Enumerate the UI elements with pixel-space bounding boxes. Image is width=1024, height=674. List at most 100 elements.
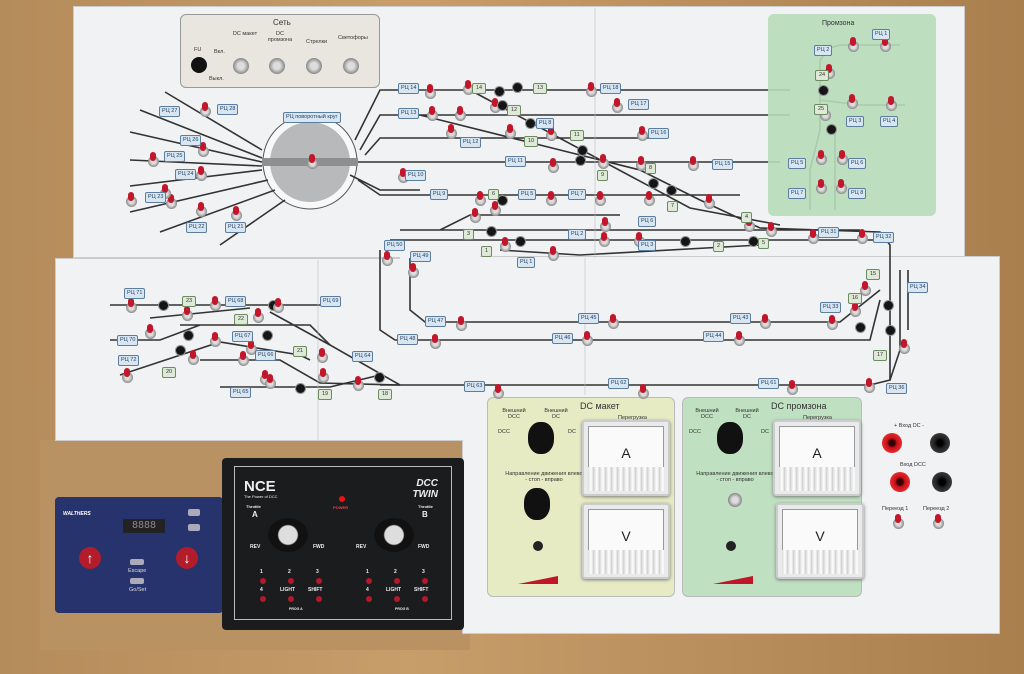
signal-toggle[interactable] <box>200 102 211 117</box>
signal-toggle[interactable] <box>126 192 137 207</box>
dc-input-positive-jack[interactable] <box>882 433 902 453</box>
signal-toggle[interactable] <box>182 306 193 321</box>
signal-toggle[interactable] <box>273 298 284 313</box>
signal-toggle[interactable] <box>148 152 159 167</box>
signal-toggle[interactable] <box>586 82 597 97</box>
signal-toggle[interactable] <box>427 106 438 121</box>
signal-toggle[interactable] <box>847 94 858 109</box>
signal-toggle[interactable] <box>145 324 156 339</box>
signal-toggle[interactable] <box>816 150 827 165</box>
direction-knob[interactable] <box>524 488 550 520</box>
signal-toggle[interactable] <box>408 263 419 278</box>
walthers-button-top[interactable] <box>188 509 200 516</box>
turnout-button[interactable] <box>855 322 866 333</box>
direction-toggle[interactable] <box>728 493 742 507</box>
signal-toggle[interactable] <box>398 168 409 183</box>
signal-toggle[interactable] <box>886 96 897 111</box>
signal-toggle[interactable] <box>704 194 715 209</box>
turnout-button[interactable] <box>262 330 273 341</box>
dcc-input-red-jack[interactable] <box>890 472 910 492</box>
nce-button-light[interactable] <box>394 596 400 602</box>
turnout-button[interactable] <box>158 300 169 311</box>
signal-toggle[interactable] <box>582 331 593 346</box>
escape-button[interactable] <box>130 559 144 565</box>
signal-toggle[interactable] <box>456 316 467 331</box>
throttle-b-knob[interactable] <box>374 518 414 552</box>
down-arrow-button[interactable]: ↓ <box>176 547 198 569</box>
signal-toggle[interactable] <box>455 106 466 121</box>
signal-toggle[interactable] <box>857 229 868 244</box>
turnout-button[interactable] <box>525 118 536 129</box>
signal-toggle[interactable] <box>734 331 745 346</box>
turnout-button[interactable] <box>883 300 894 311</box>
signal-toggle[interactable] <box>318 368 329 383</box>
signal-toggle[interactable] <box>188 350 199 365</box>
signal-toggle[interactable] <box>317 348 328 363</box>
fuse-holder[interactable] <box>191 57 207 73</box>
turnout-button[interactable] <box>497 100 508 111</box>
turnout-button[interactable] <box>648 178 659 189</box>
crossing-1-button[interactable] <box>893 514 904 529</box>
signal-toggle[interactable] <box>644 191 655 206</box>
toggle-switch-signals[interactable] <box>343 58 359 74</box>
turnout-button[interactable] <box>818 85 829 96</box>
turnout-button[interactable] <box>175 345 186 356</box>
turnout-button[interactable] <box>575 155 586 166</box>
dcc-input-black-jack[interactable] <box>932 472 952 492</box>
signal-toggle[interactable] <box>860 281 871 296</box>
source-selector-knob[interactable] <box>717 422 743 454</box>
nce-button-1[interactable] <box>366 578 372 584</box>
signal-toggle[interactable] <box>827 315 838 330</box>
signal-toggle[interactable] <box>848 37 859 52</box>
turnout-button[interactable] <box>515 236 526 247</box>
turnout-button[interactable] <box>497 195 508 206</box>
turnout-button[interactable] <box>295 383 306 394</box>
nce-button-2[interactable] <box>394 578 400 584</box>
signal-toggle[interactable] <box>600 217 611 232</box>
signal-toggle[interactable] <box>490 201 501 216</box>
signal-toggle[interactable] <box>595 191 606 206</box>
signal-toggle[interactable] <box>505 124 516 139</box>
signal-toggle[interactable] <box>548 246 559 261</box>
turnout-button[interactable] <box>666 185 677 196</box>
crossing-2-button[interactable] <box>933 514 944 529</box>
signal-toggle[interactable] <box>808 229 819 244</box>
signal-toggle[interactable] <box>599 232 610 247</box>
signal-toggle[interactable] <box>837 150 848 165</box>
signal-toggle[interactable] <box>253 308 264 323</box>
signal-toggle[interactable] <box>265 374 276 389</box>
signal-toggle[interactable] <box>816 179 827 194</box>
signal-toggle[interactable] <box>546 191 557 206</box>
turnout-button[interactable] <box>826 124 837 135</box>
signal-toggle[interactable] <box>238 351 249 366</box>
turnout-button[interactable] <box>486 226 497 237</box>
signal-toggle[interactable] <box>636 156 647 171</box>
signal-toggle[interactable] <box>122 368 133 383</box>
nce-button-light[interactable] <box>288 596 294 602</box>
signal-toggle[interactable] <box>126 298 137 313</box>
signal-toggle[interactable] <box>864 378 875 393</box>
signal-toggle[interactable] <box>210 296 221 311</box>
up-arrow-button[interactable]: ↑ <box>79 547 101 569</box>
signal-toggle[interactable] <box>688 156 699 171</box>
signal-toggle[interactable] <box>824 64 835 79</box>
dc-input-negative-jack[interactable] <box>930 433 950 453</box>
turnout-button[interactable] <box>183 330 194 341</box>
turnout-button[interactable] <box>885 325 896 336</box>
signal-toggle[interactable] <box>638 384 649 399</box>
signal-toggle[interactable] <box>612 98 623 113</box>
signal-toggle[interactable] <box>880 37 891 52</box>
signal-toggle[interactable] <box>470 208 481 223</box>
nce-button-shift[interactable] <box>422 596 428 602</box>
signal-toggle[interactable] <box>246 340 257 355</box>
signal-toggle[interactable] <box>836 179 847 194</box>
signal-toggle[interactable] <box>463 80 474 95</box>
turnout-button[interactable] <box>680 236 691 247</box>
signal-toggle[interactable] <box>353 376 364 391</box>
signal-toggle[interactable] <box>307 154 318 169</box>
nce-button-4[interactable] <box>366 596 372 602</box>
signal-toggle[interactable] <box>196 202 207 217</box>
nce-button-3[interactable] <box>316 578 322 584</box>
signal-toggle[interactable] <box>760 314 771 329</box>
turnout-button[interactable] <box>577 145 588 156</box>
